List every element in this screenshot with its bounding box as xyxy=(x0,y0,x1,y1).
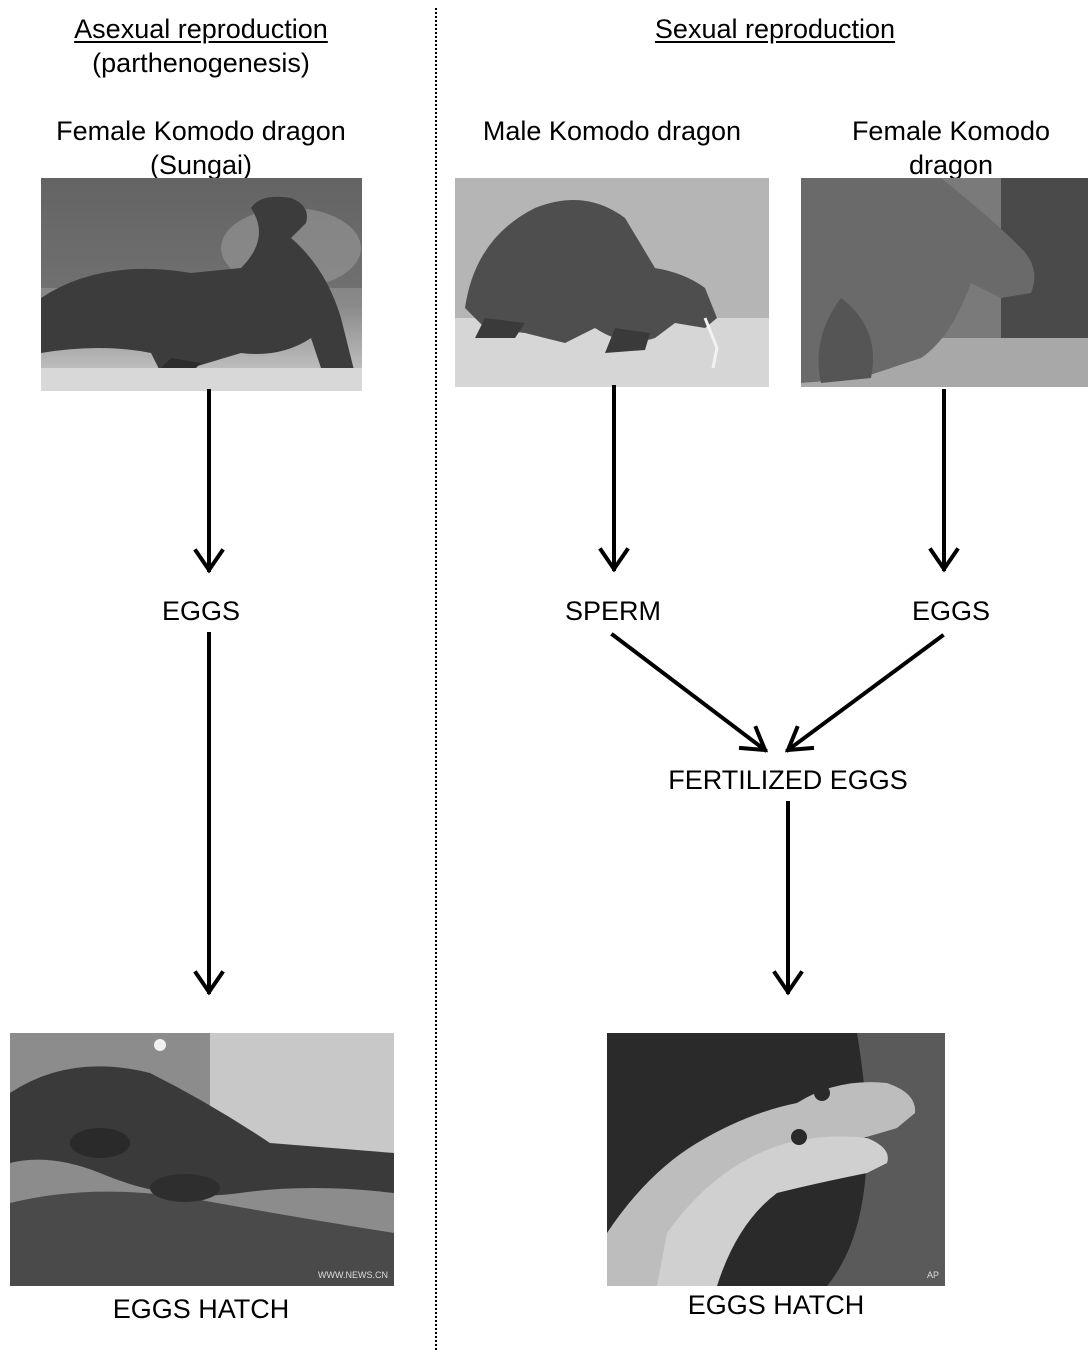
arrow-sperm-to-fertilized xyxy=(613,635,765,750)
arrow-eggs-to-fertilized xyxy=(788,636,942,750)
arrow-female-to-eggs xyxy=(931,391,957,569)
arrow-fertilized-to-hatch xyxy=(775,803,801,992)
arrow-male-to-sperm xyxy=(601,387,627,569)
arrow-parent-to-eggs xyxy=(196,391,222,570)
arrow-eggs-to-hatch xyxy=(196,634,222,992)
